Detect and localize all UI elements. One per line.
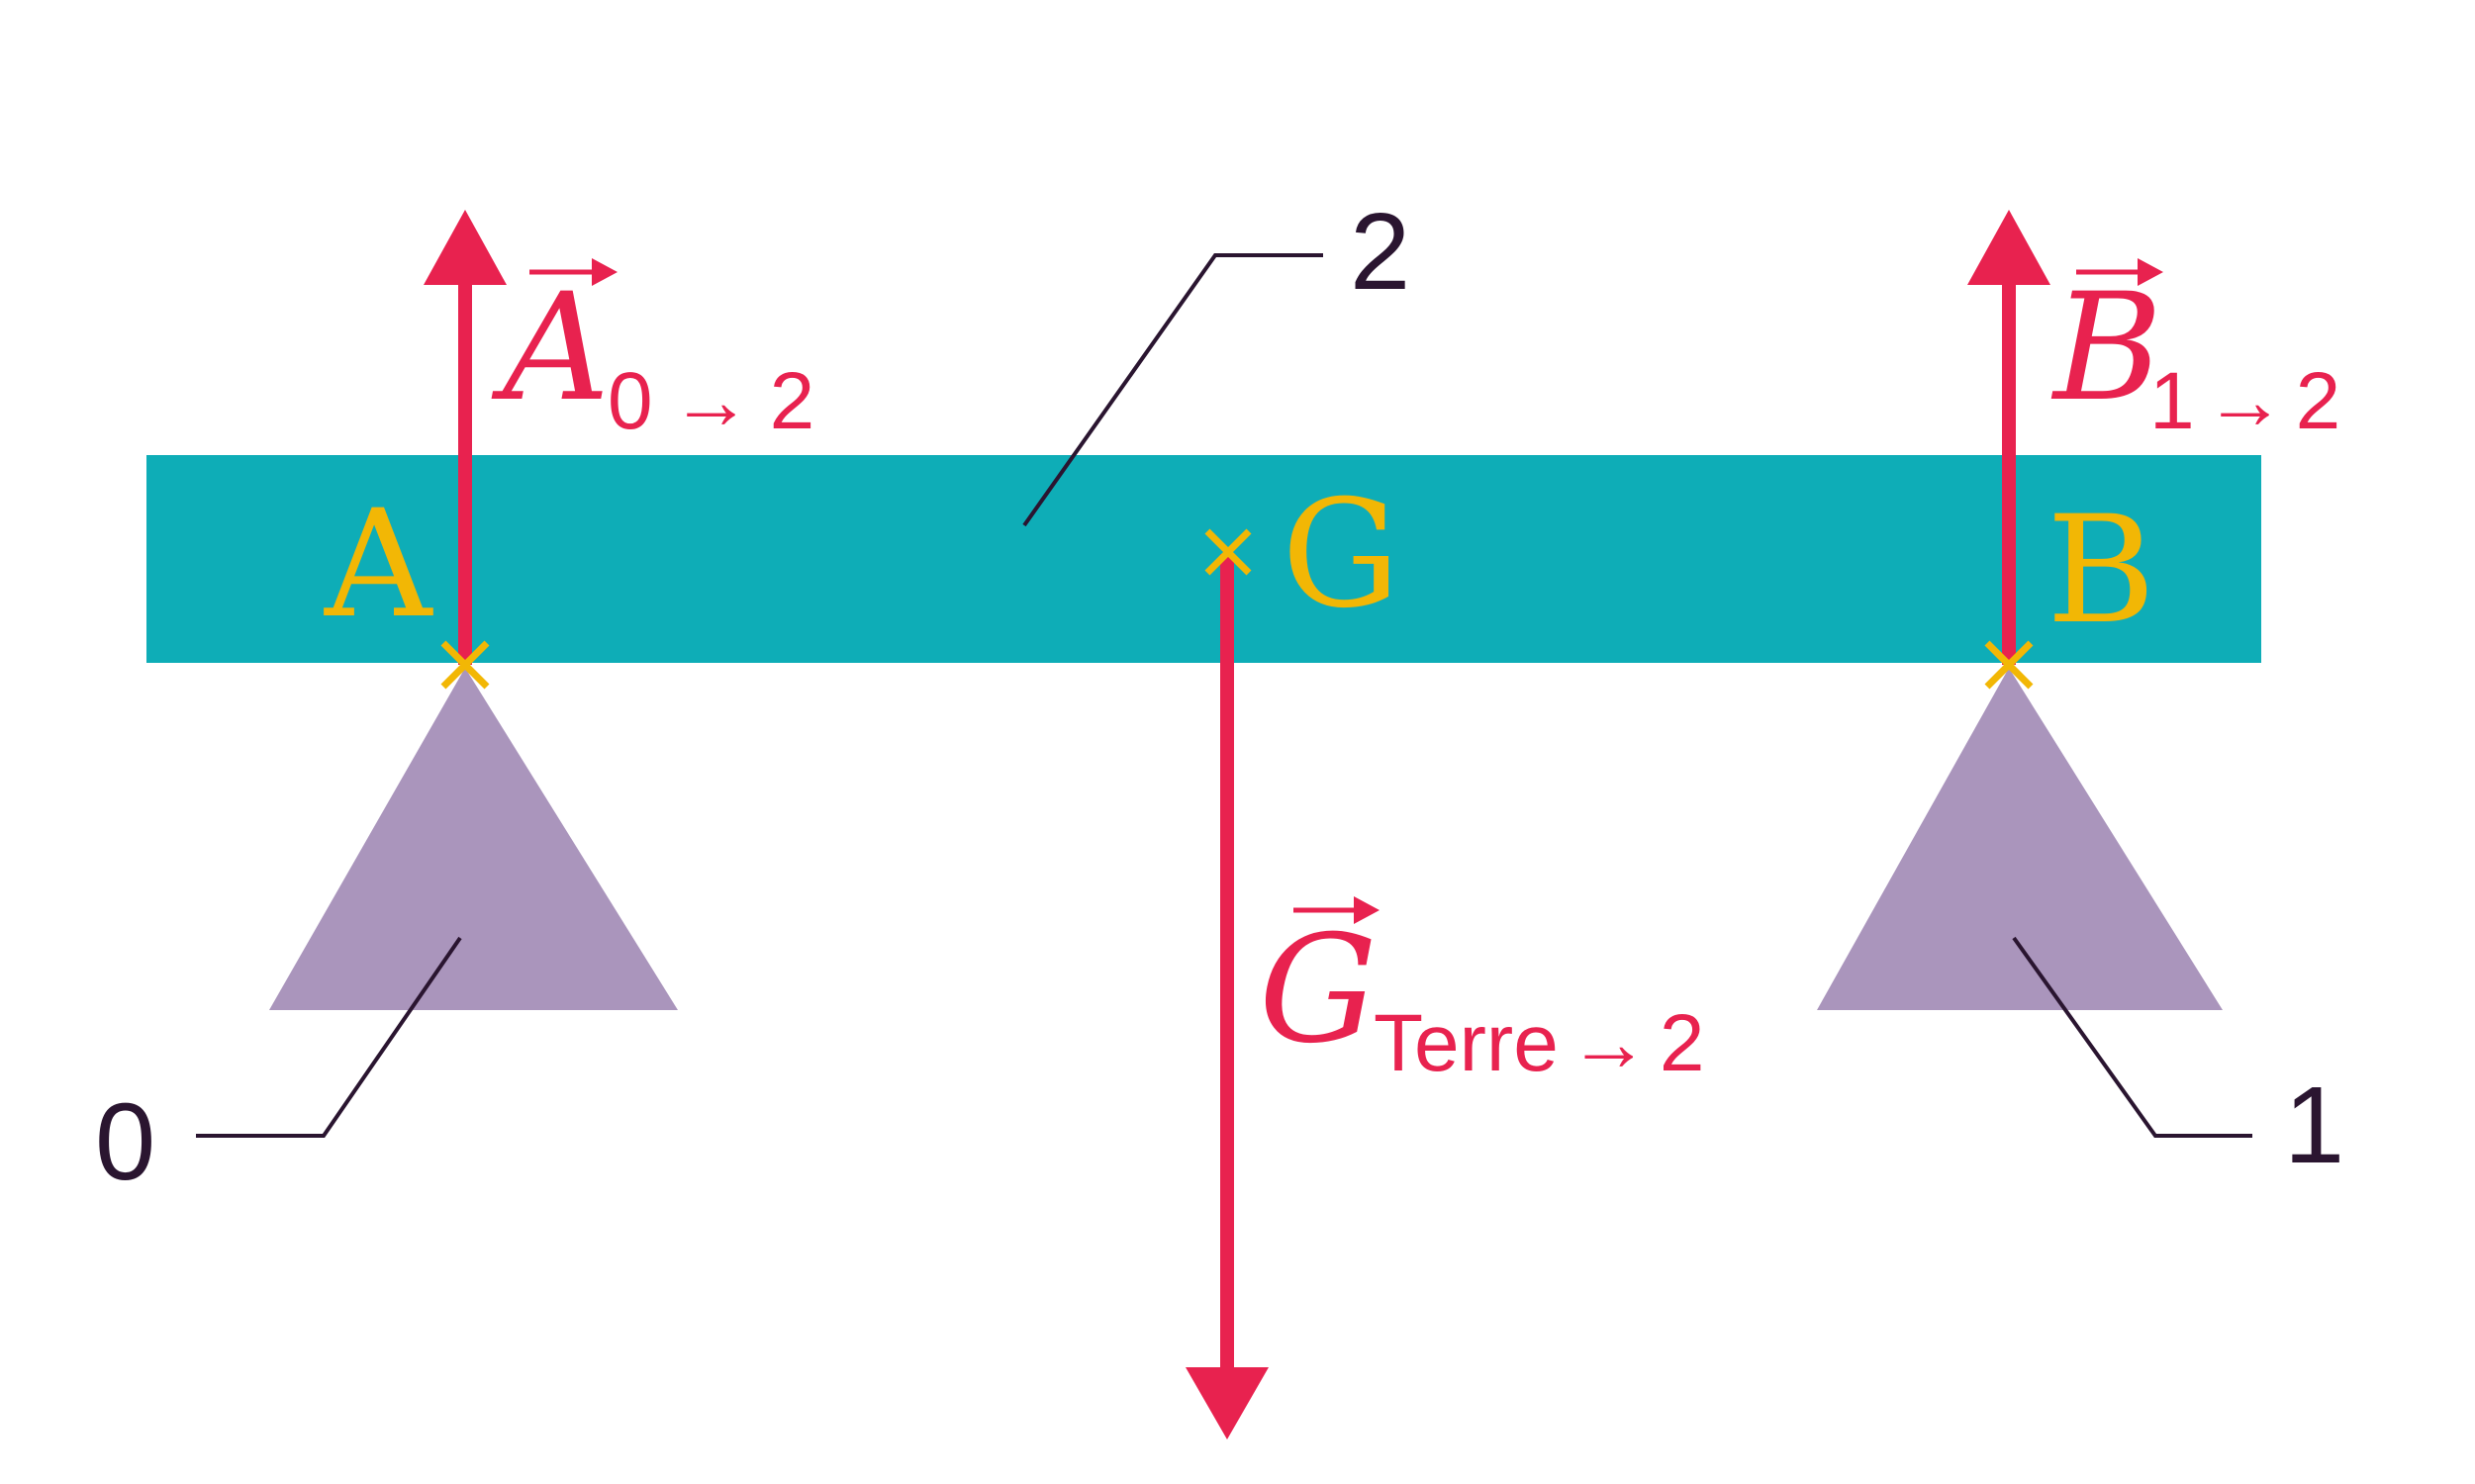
force-vector-a [424, 210, 507, 665]
beam [146, 455, 2261, 663]
force-vector-b [1967, 210, 2050, 665]
force-b-arrowhead [1967, 210, 2050, 285]
point-label-g: G [1282, 469, 1400, 641]
leader-line-support-left [196, 936, 462, 1138]
force-vector-g [1186, 554, 1269, 1439]
force-a-arrowhead [424, 210, 507, 285]
vector-label-a: A 0→2 [491, 258, 814, 446]
vector-label-g: G Terre→2 [1259, 896, 1704, 1088]
point-marker-g [1204, 528, 1252, 576]
vector-label-b-subscript: 1→2 [2149, 356, 2340, 446]
part-label-support-right: 1 [2284, 1065, 2344, 1186]
point-marker-a [440, 640, 490, 690]
vector-label-g-letter: G [1259, 904, 1378, 1076]
force-g-arrowhead [1186, 1367, 1269, 1439]
leader-line-beam [1022, 253, 1323, 527]
point-label-b: B [2047, 485, 2155, 657]
vector-label-g-subscript: Terre→2 [1374, 998, 1704, 1088]
vector-label-b-letter: B [2050, 262, 2162, 434]
leader-line-support-right [2012, 936, 2252, 1138]
point-label-a: A [324, 479, 433, 651]
part-label-support-left: 0 [95, 1081, 155, 1203]
support-right [1817, 668, 2223, 1010]
point-marker-b [1984, 640, 2034, 690]
support-left [269, 668, 678, 1010]
vector-label-b: B 1→2 [2050, 258, 2340, 446]
vector-label-a-subscript: 0→2 [608, 356, 814, 446]
part-label-beam: 2 [1350, 191, 1410, 313]
vector-label-a-letter: A [491, 262, 610, 434]
